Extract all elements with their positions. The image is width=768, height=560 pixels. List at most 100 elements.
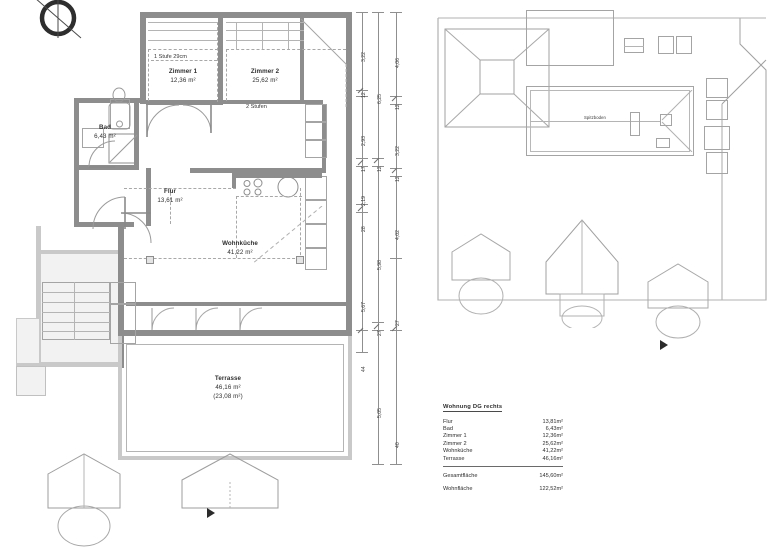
- room-area-terrasse: 46,16 m²: [215, 383, 241, 391]
- legend-totals-table: Gesamtfläche 145,60m² Wohnfläche 122,52m…: [443, 471, 563, 492]
- dim-inner-3: 2,93: [361, 136, 367, 146]
- dim-outer-4: 12: [395, 176, 401, 182]
- room-name-wohnkueche: Wohnküche: [222, 240, 258, 247]
- attic-fixture-1: [630, 112, 640, 136]
- room-label-zimmer2: Zimmer 2 25,62 m²: [226, 68, 304, 86]
- legend-total-label: Gesamtfläche: [443, 473, 478, 480]
- legend-divider: [443, 466, 563, 468]
- staircase: [42, 282, 110, 340]
- room-area-zimmer1: 12,36 m²: [170, 76, 196, 84]
- roof-dormer-center-icon: [545, 219, 619, 328]
- dim-inner-1: 3,22: [361, 52, 367, 62]
- dim-inner-2: 12: [361, 92, 367, 98]
- legend-row: Wohnküche 41,22m²: [443, 448, 563, 455]
- roof-window-4: [706, 78, 728, 98]
- legend-title: Wohnung DG rechts: [443, 404, 503, 412]
- roof-slope-line: [300, 18, 347, 108]
- dim-mid-5: 5,05: [377, 408, 383, 418]
- room-name-flur: Flur: [163, 188, 177, 195]
- dim-outer-5: 4,02: [395, 230, 401, 240]
- room-name-zimmer2: Zimmer 2: [250, 68, 280, 75]
- stove-icon: [243, 178, 263, 196]
- legend-row: Terrasse 46,16m²: [443, 455, 563, 462]
- room-area2-terrasse: (23,08 m²): [213, 392, 243, 400]
- legend-value: 41,22m²: [542, 448, 563, 455]
- roof-plan: Spitzboden: [430, 0, 768, 400]
- roof-window-1: [624, 38, 644, 53]
- roof-window-3: [676, 36, 692, 54]
- hip-roof-pyramid-icon: [444, 28, 550, 128]
- dim-outer-1: 4,06: [395, 58, 401, 68]
- bathtub-icon: [108, 102, 131, 130]
- room-name-bad: Bad: [99, 124, 111, 131]
- dim-outer-2: 12: [395, 104, 401, 110]
- terrace-door-arcs-icon: [151, 307, 263, 331]
- room-label-terrasse: Terrasse 46,16 m² (23,08 m²): [182, 375, 274, 402]
- dim-outer-3: 3,22: [395, 146, 401, 156]
- area-schedule-legend: Wohnung DG rechts Flur 13,81m² Bad 6,43m…: [443, 404, 563, 493]
- room-area-wohnkueche: 41,22 m²: [227, 248, 253, 256]
- note-1-stufe: 1 Stufe 29cm: [154, 54, 187, 60]
- roof-window-2: [658, 36, 674, 54]
- legend-table: Flur 13,81m² Bad 6,43m² Zimmer 1 12,36m²…: [443, 418, 563, 462]
- door-zimmer1-icon: [146, 104, 180, 138]
- roof-plan-label: Spitzboden: [584, 115, 606, 120]
- legend-row: Zimmer 2 25,62m²: [443, 440, 563, 447]
- room-name-terrasse: Terrasse: [214, 375, 242, 382]
- north-arrow-icon: [30, 0, 86, 48]
- roof-dormer-left-icon: [451, 233, 511, 315]
- legend-value: 13,81m²: [542, 418, 563, 425]
- room-label-flur: Flur 13,61 m²: [146, 188, 194, 206]
- sink-icon: [277, 176, 299, 198]
- room-area-flur: 13,61 m²: [157, 196, 183, 204]
- legend-value: 25,62m²: [542, 440, 563, 447]
- legend-row: Flur 13,81m²: [443, 418, 563, 425]
- legend-total-value: 122,52m²: [539, 485, 563, 492]
- dim-outer-6: 27: [395, 320, 401, 326]
- dim-inner-4: 17: [361, 166, 367, 172]
- note-2-stufen: 2 Stufen: [246, 104, 267, 110]
- legend-row: Bad 6,43m²: [443, 425, 563, 432]
- legend-row: Zimmer 1 12,36m²: [443, 433, 563, 440]
- dim-mid-3: 5,98: [377, 260, 383, 270]
- door-zimmer2-icon: [182, 104, 212, 134]
- legend-label: Flur: [443, 418, 453, 425]
- roof-slope-line-2: [252, 206, 323, 265]
- door-flur-icon: [120, 212, 152, 244]
- dormer-left-icon: [47, 453, 121, 547]
- dim-inner-8: 44: [361, 366, 367, 372]
- dim-mid-2: 12: [377, 166, 383, 172]
- roof-window-7: [706, 152, 728, 174]
- dimension-chains: 3,22 12 2,93 17 2,19 28 5,67 44 6,25 12 …: [352, 0, 420, 560]
- roof-window-6: [704, 126, 730, 150]
- legend-value: 12,36m²: [542, 433, 563, 440]
- legend-value: 46,16m²: [542, 455, 563, 462]
- floor-plan: 3,22 12 2,93 17 2,19 28 5,67 44 6,25 12 …: [16, 0, 420, 560]
- roof-outline: [437, 17, 767, 301]
- room-label-zimmer1: Zimmer 1 12,36 m²: [148, 68, 218, 86]
- entry-direction-arrow-icon: [207, 508, 215, 518]
- door-bad-icon: [88, 140, 116, 168]
- dim-inner-6: 28: [361, 226, 367, 232]
- legend-label: Wohnküche: [443, 448, 473, 455]
- legend-total-value: 145,60m²: [539, 473, 563, 480]
- room-label-wohnkueche: Wohnküche 41,22 m²: [196, 240, 284, 258]
- room-label-bad: Bad 6,43 m²: [78, 124, 132, 142]
- roof-entry-direction-arrow-icon: [660, 340, 668, 350]
- shower-icon: [108, 133, 139, 164]
- dim-mid-4: 27: [377, 330, 383, 336]
- dim-outer-7: 40: [395, 442, 401, 448]
- legend-total-row: Wohnfläche 122,52m²: [443, 480, 563, 493]
- legend-total-row: Gesamtfläche 145,60m²: [443, 471, 563, 480]
- attic-hip-lines: [661, 90, 693, 152]
- legend-value: 6,43m²: [545, 426, 563, 433]
- legend-label: Zimmer 2: [443, 440, 467, 447]
- legend-label: Bad: [443, 426, 453, 433]
- room-area-zimmer2: 25,62 m²: [252, 76, 278, 84]
- roof-window-5: [706, 100, 728, 120]
- attic-fixture-2: [660, 114, 672, 126]
- room-name-zimmer1: Zimmer 1: [168, 68, 198, 75]
- legend-label: Terrasse: [443, 455, 465, 462]
- legend-total-label: Wohnfläche: [443, 485, 473, 492]
